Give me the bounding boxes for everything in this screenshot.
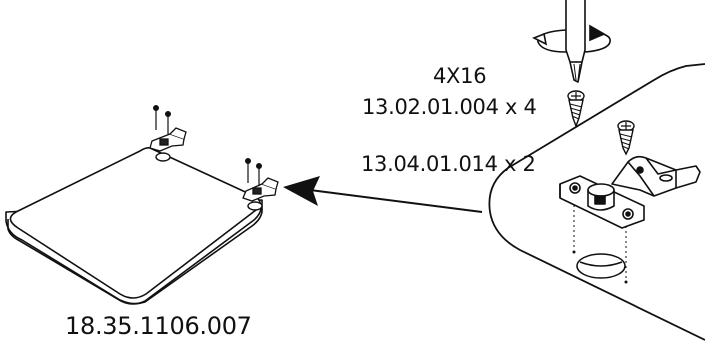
- panel-part-label: 18.35.1106.007: [65, 312, 252, 340]
- screw-icon: [245, 158, 263, 186]
- screw-icon: [567, 90, 585, 128]
- door-panel: [5, 147, 263, 305]
- screw-icon: [617, 120, 635, 156]
- hinge-hole-detail: [576, 253, 626, 279]
- hinge-icon: [559, 155, 701, 229]
- rotation-arrow-icon: [532, 24, 611, 53]
- hinge-hole-upper: [155, 152, 171, 162]
- hinge-icon: [242, 177, 279, 202]
- screw-size-label: 4X16: [433, 64, 487, 88]
- screw-icon: [153, 104, 172, 134]
- hinge-part-label: 13.04.01.014 x 2: [361, 152, 536, 176]
- screwdriver-icon: [565, 0, 586, 83]
- screw-part-label: 13.02.01.004 x 4: [362, 95, 537, 119]
- pointer-arrow-icon: [283, 176, 483, 213]
- hinge-hole-lower: [247, 201, 263, 211]
- hinge-icon: [149, 127, 187, 152]
